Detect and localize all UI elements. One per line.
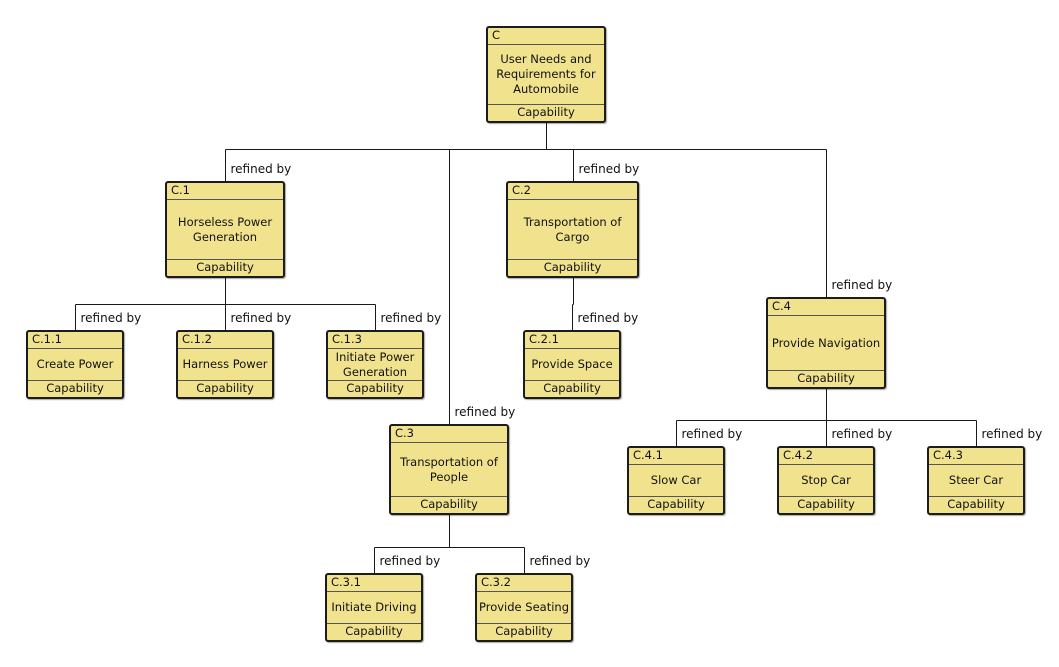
edge-label-refined-by: refined by: [577, 311, 639, 325]
node-type: Capability: [167, 259, 283, 276]
node-name: Transportation of Cargo: [510, 199, 635, 260]
node-type: Capability: [477, 623, 571, 640]
node-id: C.1: [167, 183, 283, 200]
node-id: C.1.3: [328, 332, 422, 349]
node-type: Capability: [929, 496, 1023, 513]
node-id: C.4.2: [779, 448, 873, 465]
node-id: C.3.2: [477, 575, 571, 592]
node-name: Horseless Power Generation: [169, 199, 281, 260]
node-id: C: [488, 28, 604, 45]
node-id: C.1.1: [28, 332, 122, 349]
edge-label-refined-by: refined by: [80, 311, 142, 325]
edge-label-refined-by: refined by: [831, 278, 893, 292]
node-id: C.1.2: [178, 332, 272, 349]
edge-label-refined-by: refined by: [981, 427, 1043, 441]
node-type: Capability: [328, 380, 422, 397]
node-type: Capability: [28, 380, 122, 397]
node-type: Capability: [327, 623, 421, 640]
node-name: Initiate Power Generation: [330, 348, 420, 381]
node-name: Initiate Driving: [329, 591, 419, 624]
node-name-text: Stop Car: [801, 473, 851, 487]
node-name-text: Transportation of Cargo: [523, 214, 622, 244]
edge-label-refined-by: refined by: [681, 427, 743, 441]
node-name-text: Slow Car: [650, 473, 702, 487]
node-id: C.3.1: [327, 575, 421, 592]
node-name: Stop Car: [781, 464, 871, 497]
node-name-text: Initiate Power Generation: [335, 349, 415, 379]
node-name: Create Power: [30, 348, 120, 381]
node-name: Transportation of People: [393, 442, 505, 497]
node-name-text: Horseless Power Generation: [177, 214, 273, 244]
node-id: C.2: [508, 183, 637, 200]
capability-node[interactable]: C User Needs and Requirements for Automob…: [486, 26, 606, 123]
node-name-text: User Needs and Requirements for Automobi…: [496, 52, 596, 96]
node-name-text: Transportation of People: [400, 454, 498, 484]
node-id: C.4.3: [929, 448, 1023, 465]
edge-label-refined-by: refined by: [578, 162, 640, 176]
node-id: C.4: [768, 299, 884, 316]
node-id: C.4.1: [629, 448, 723, 465]
node-name-text: Provide Seating: [479, 600, 569, 614]
node-name-text: Steer Car: [948, 473, 1004, 487]
node-type: Capability: [525, 380, 619, 397]
node-type: Capability: [629, 496, 723, 513]
node-name-text: Provide Navigation: [771, 335, 881, 350]
node-type: Capability: [391, 496, 507, 513]
edge-label-refined-by: refined by: [230, 162, 292, 176]
edge-label-refined-by: refined by: [230, 311, 292, 325]
node-name: Steer Car: [931, 464, 1021, 497]
node-type: Capability: [488, 104, 604, 121]
node-name: User Needs and Requirements for Automobi…: [490, 44, 602, 105]
node-name-text: Initiate Driving: [331, 600, 417, 614]
node-name-text: Provide Space: [531, 357, 613, 371]
edge-label-refined-by: refined by: [379, 554, 441, 568]
node-name-text: Harness Power: [182, 357, 268, 371]
edge-label-refined-by: refined by: [454, 405, 516, 419]
node-type: Capability: [779, 496, 873, 513]
node-name: Harness Power: [180, 348, 270, 381]
node-name: Slow Car: [631, 464, 721, 497]
node-type: Capability: [768, 370, 884, 387]
node-type: Capability: [508, 259, 637, 276]
node-name: Provide Space: [527, 348, 617, 381]
edge-label-refined-by: refined by: [529, 554, 591, 568]
node-id: C.3: [391, 426, 507, 443]
node-type: Capability: [178, 380, 272, 397]
edge-label-refined-by: refined by: [831, 427, 893, 441]
node-name: Provide Seating: [479, 591, 569, 624]
edge-label-refined-by: refined by: [380, 311, 442, 325]
node-name: Provide Navigation: [770, 315, 882, 371]
node-id: C.2.1: [525, 332, 619, 349]
node-name-text: Create Power: [36, 357, 114, 371]
